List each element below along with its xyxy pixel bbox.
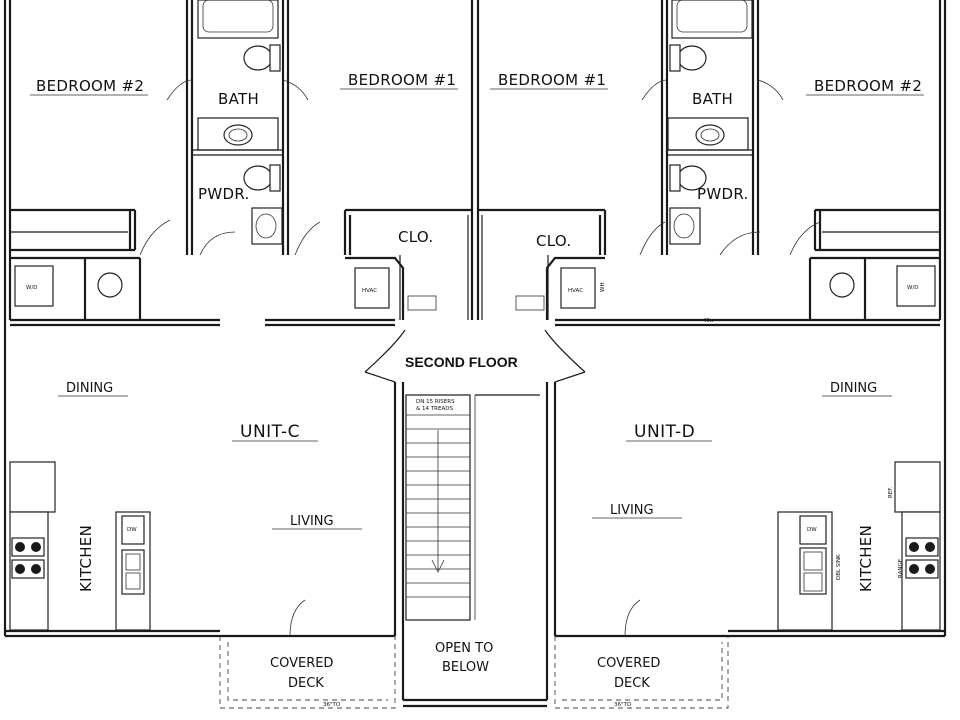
unit-c-closet-label: CLO. <box>398 228 433 246</box>
rail-note-right: 36"TO <box>614 702 632 708</box>
unit-c-powder-label: PWDR. <box>198 185 250 203</box>
unit-d-deck-line-2: DECK <box>614 676 650 691</box>
stair <box>405 394 540 621</box>
unit-d-dining-label: DINING <box>830 381 877 396</box>
unit-c-kitchen-label: KITCHEN <box>77 525 95 592</box>
small-annotations: DN 15 RISERS & 14 TREADS W/D W/D HVAC HV… <box>26 282 919 708</box>
unit-d-bath-label: BATH <box>692 90 733 108</box>
unit-d-ref-label: REF. <box>888 486 894 498</box>
unit-c-name-label: UNIT-C <box>240 422 300 442</box>
unit-c-bedroom-2-label: BEDROOM #2 <box>36 77 144 95</box>
unit-d-closet-label: CLO. <box>536 232 571 250</box>
bath-fixtures <box>197 0 753 245</box>
unit-c-living-label: LIVING <box>290 514 334 529</box>
unit-d-bedroom-1-label: BEDROOM #1 <box>498 71 606 89</box>
unit-c-dining-label: DINING <box>66 381 113 396</box>
unit-d-range-label: RANGE <box>898 558 904 578</box>
unit-d-hvac-label: HVAC <box>568 288 583 294</box>
door-swings <box>139 79 821 637</box>
unit-d-wd-label: W/D <box>907 285 919 291</box>
unit-c-deck-line-1: COVERED <box>270 656 333 671</box>
unit-c-bath-label: BATH <box>218 90 259 108</box>
unit-d-sink-label: DBL SINK <box>836 554 842 580</box>
unit-c-upper-walls <box>10 0 472 320</box>
unit-d-living-label: LIVING <box>610 503 654 518</box>
unit-d-kitchen-label: KITCHEN <box>857 525 875 592</box>
unit-d-powder-label: PWDR. <box>697 185 749 203</box>
unit-c-kitchen <box>9 461 151 631</box>
open-to-below-line-1: OPEN TO <box>435 641 493 656</box>
unit-d-upper-walls <box>478 0 940 320</box>
unit-c-bedroom-1-label: BEDROOM #1 <box>348 71 456 89</box>
unit-d-bedroom-2-label: BEDROOM #2 <box>814 77 922 95</box>
exterior-walls <box>3 0 947 708</box>
floor-title: SECOND FLOOR <box>405 354 518 370</box>
unit-c-dw-label: DW <box>127 527 137 533</box>
stair-note-line-2: & 14 TREADS <box>416 406 453 412</box>
unit-d-deck-line-1: COVERED <box>597 656 660 671</box>
decks <box>219 636 729 709</box>
open-to-below-line-2: BELOW <box>442 660 489 675</box>
unit-c-hvac-label: HVAC <box>362 288 377 294</box>
unit-d-vent-label: 40x <box>703 318 714 324</box>
unit-d-kitchen <box>777 461 941 631</box>
room-labels: BEDROOM #2 BATH BEDROOM #1 PWDR. CLO. DI… <box>30 71 924 691</box>
unit-c-wd-label: W/D <box>26 285 38 291</box>
unit-d-name-label: UNIT-D <box>634 422 695 442</box>
unit-d-wh-label: WH <box>600 282 606 292</box>
stair-note-line-1: DN 15 RISERS <box>416 399 455 405</box>
unit-c-deck-line-2: DECK <box>288 676 324 691</box>
laundry-fixtures <box>14 265 936 307</box>
rail-note-left: 36"TO <box>323 702 341 708</box>
unit-d-dw-label: DW <box>807 527 817 533</box>
